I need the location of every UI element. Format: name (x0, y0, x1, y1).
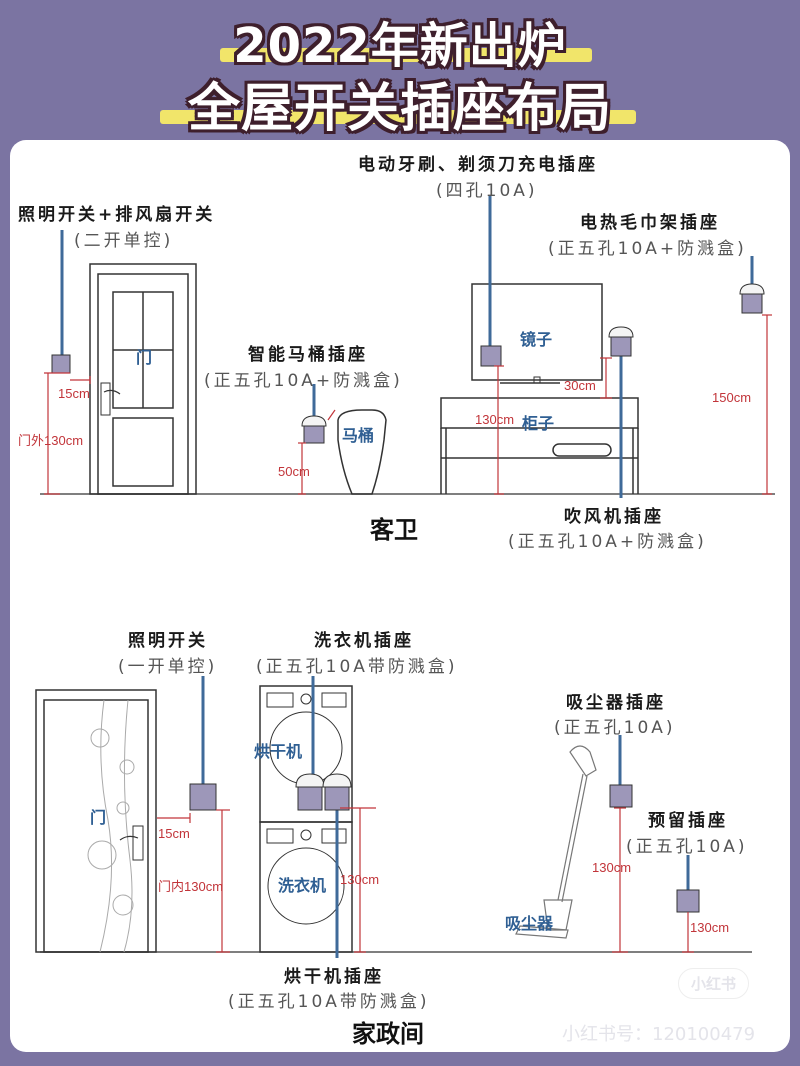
laundry-switch-box (189, 783, 217, 811)
bath-switch-height: 门外130cm (18, 433, 84, 448)
laundry-switch-label: 照明开关 (128, 631, 208, 651)
bathroom-door (89, 263, 197, 495)
title-line-2: 全屋开关插座布局 (187, 79, 612, 139)
toilet-arrow-icon (327, 409, 336, 421)
toilet (337, 409, 387, 495)
bath-switch-label: 照明开关+排风扇开关 (18, 205, 216, 225)
watermark-id: 小红书号：120100479 (562, 1024, 756, 1045)
room-label-laundry: 家政间 (352, 1020, 424, 1048)
toothbrush-socket-spec: (四孔10A) (436, 181, 538, 201)
towel-rack-socket-spec: (正五孔10A+防溅盒) (548, 239, 747, 259)
toilet-socket-label: 智能马桶插座 (248, 345, 368, 365)
vacuum-socket-height: 130cm (592, 860, 632, 875)
washer-label: 洗衣机 (278, 876, 327, 895)
title-highlight-2 (160, 110, 636, 124)
toilet-socket-spec: (正五孔10A+防溅盒) (204, 371, 403, 391)
watermark-badge: 小红书 (678, 968, 750, 999)
washer-socket-height: 130cm (340, 872, 380, 887)
bath-switch-box (51, 354, 71, 374)
mirror-socket-height: 130cm (475, 412, 515, 427)
dryer-socket-label: 烘干机插座 (284, 967, 384, 987)
laundry-door (35, 689, 157, 953)
splash-cover (295, 773, 325, 788)
bath-switch-spec: (二开单控) (74, 231, 174, 251)
laundry-switch-offset: 15cm (158, 826, 190, 841)
dryer-socket (297, 785, 323, 811)
vacuum-socket-spec: (正五孔10A) (554, 718, 676, 738)
splash-cover (301, 415, 327, 427)
cabinet-label: 柜子 (522, 414, 555, 433)
bath-door-label: 门 (136, 348, 153, 367)
towel-rack-socket (741, 292, 763, 314)
cabinet (440, 397, 639, 494)
room-label-guest-bathroom: 客卫 (370, 516, 418, 544)
toilet-socket (303, 424, 325, 444)
mirror-label: 镜子 (520, 330, 553, 349)
dryer-label: 烘干机 (254, 742, 303, 761)
splash-cover (322, 773, 352, 788)
towel-rack-socket-label: 电热毛巾架插座 (580, 213, 720, 233)
bath-switch-offset: 15cm (58, 386, 90, 401)
splash-cover (739, 283, 765, 295)
hairdryer-socket-spec: (正五孔10A+防溅盒) (508, 532, 707, 552)
toothbrush-socket (480, 345, 502, 367)
vacuum-socket (609, 784, 633, 808)
title-line-1: 2022年新出炉 (233, 18, 567, 74)
hairdryer-socket (610, 335, 632, 357)
dryer-socket-spec: (正五孔10A带防溅盒) (228, 992, 430, 1012)
title-banner: 2022年新出炉 全屋开关插座布局 (0, 0, 800, 139)
laundry-door-label: 门 (90, 808, 107, 827)
vacuum-cleaner (515, 745, 597, 939)
title-highlight-1 (220, 48, 592, 62)
washer-socket-spec: (正五孔10A带防溅盒) (256, 657, 458, 677)
toothbrush-socket-label: 电动牙刷、剃须刀充电插座 (358, 155, 598, 175)
washer-socket (324, 785, 350, 811)
washer-unit (259, 821, 353, 953)
reserved-socket-label: 预留插座 (648, 811, 728, 831)
washer-socket-label: 洗衣机插座 (314, 631, 414, 651)
towel-rack-height: 150cm (712, 390, 752, 405)
splash-cover (608, 326, 634, 338)
reserved-socket-height: 130cm (690, 920, 730, 935)
hairdryer-socket-label: 吹风机插座 (564, 507, 664, 527)
laundry-switch-height: 门内130cm (158, 879, 224, 894)
toilet-socket-height: 50cm (278, 464, 310, 479)
toilet-label: 马桶 (342, 426, 375, 445)
dryer-socket-above-counter: 30cm (564, 378, 596, 393)
reserved-socket (676, 889, 700, 913)
mirror (471, 283, 603, 381)
vacuum-label: 吸尘器 (505, 914, 554, 933)
vacuum-socket-label: 吸尘器插座 (566, 693, 666, 713)
reserved-socket-spec: (正五孔10A) (626, 837, 748, 857)
laundry-switch-spec: (一开单控) (118, 657, 218, 677)
